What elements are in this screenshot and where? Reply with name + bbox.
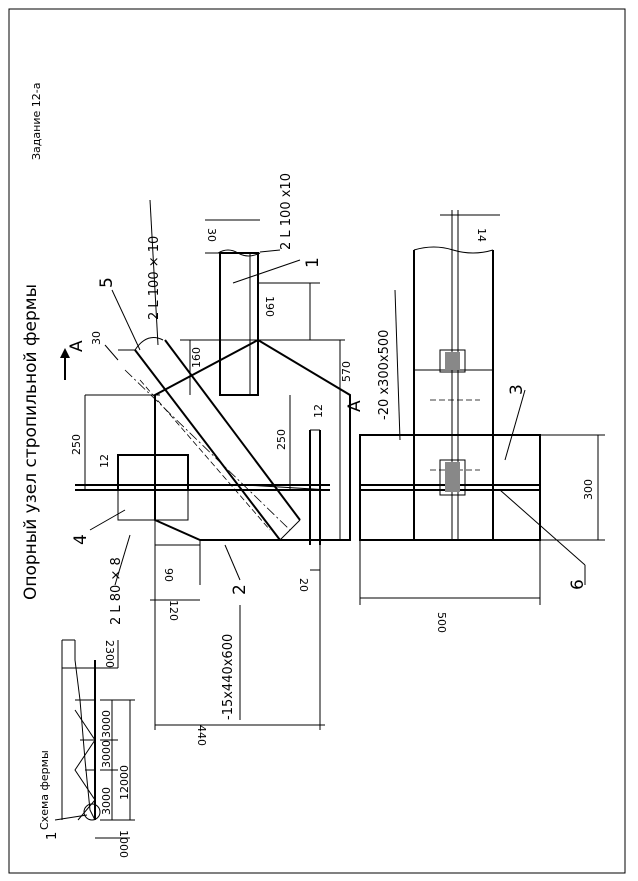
- view-a-title: A: [345, 400, 365, 412]
- scheme-marker: 1: [45, 832, 60, 840]
- chord-section: 2 L 100 x10: [279, 173, 294, 250]
- dim-90: 90: [162, 568, 175, 582]
- base-marker: 3: [507, 384, 527, 395]
- dim-12-left: 12: [98, 454, 111, 468]
- dim-440: 440: [195, 725, 208, 746]
- dim-500: 500: [435, 612, 448, 633]
- truss-scheme: Схема фермы 1 3000 3000 3000 12000 2300 …: [38, 639, 135, 858]
- node-elevation: 1 2 L 100 x10 30 190 5 2 L 100 × 10 30: [60, 173, 353, 746]
- base-plate-section: -20 x300x500: [377, 330, 392, 420]
- view-a: A -20 x300x500 14 3 6: [345, 210, 605, 633]
- dim-20: 20: [297, 578, 310, 592]
- post-marker: 4: [71, 534, 91, 545]
- dim-30-top: 30: [205, 228, 218, 242]
- stiffener-marker: 6: [568, 579, 588, 590]
- dim-12-right: 12: [312, 404, 325, 418]
- gusset-marker: 2: [230, 584, 250, 595]
- dim-14: 14: [475, 228, 488, 242]
- dim-300: 300: [582, 479, 595, 500]
- dim-160: 160: [190, 347, 203, 368]
- brace-marker: 5: [97, 277, 117, 288]
- dim-250-left: 250: [70, 434, 83, 455]
- dim-190: 190: [263, 296, 276, 317]
- chord-marker: 1: [303, 257, 323, 268]
- dim-570: 570: [340, 361, 353, 382]
- scheme-span-mid: 3000: [100, 740, 113, 768]
- scheme-span-left: 3000: [100, 787, 113, 815]
- dim-30-brace: 30: [90, 331, 103, 345]
- task-label: Задание 12-а: [30, 83, 43, 160]
- diagonal-brace: [118, 337, 301, 541]
- dim-250-mid: 250: [275, 429, 288, 450]
- post-section: 2 L 80 × 8: [109, 557, 124, 625]
- sheet-frame: [8, 8, 626, 874]
- gusset-section: -15x440x600: [221, 634, 236, 720]
- scheme-height-right: 2300: [103, 640, 116, 668]
- scheme-height-left: 1000: [117, 830, 130, 858]
- sheet-title: Опорный узел стропильной фермы: [21, 284, 41, 600]
- dim-120: 120: [167, 600, 180, 621]
- scheme-total-span: 12000: [118, 765, 131, 800]
- section-arrow-A: A: [67, 340, 87, 352]
- scheme-span-right: 3000: [100, 710, 113, 738]
- scheme-title: Схема фермы: [38, 750, 51, 830]
